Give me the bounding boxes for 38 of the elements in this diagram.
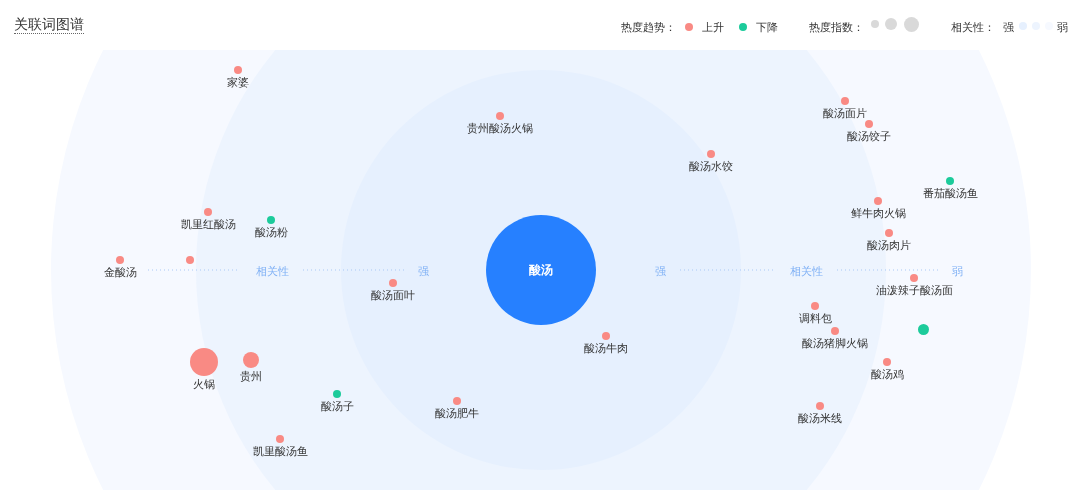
axis-label: 强 xyxy=(654,264,666,279)
chart-title: 关联词图谱 xyxy=(14,16,84,34)
keyword-label: 酸汤肥牛 xyxy=(435,406,479,421)
axis-label: 弱 xyxy=(951,264,963,279)
keyword-label: 酸汤面叶 xyxy=(371,288,415,303)
keyword-label: 酸汤猪脚火锅 xyxy=(802,336,868,351)
keyword-label: 酸汤饺子 xyxy=(847,129,891,144)
keyword-dot xyxy=(186,256,194,264)
keyword-label: 酸汤鸡 xyxy=(870,367,904,382)
keyword-label: 贵州 xyxy=(240,369,262,384)
keyword-label: 凯里红酸汤 xyxy=(180,217,236,232)
axis-label: 相关性 xyxy=(255,264,289,279)
keyword-label: 凯里酸汤鱼 xyxy=(252,444,308,459)
keyword-label: 金酸汤 xyxy=(103,265,137,280)
keyword-label: 酸汤粉 xyxy=(254,225,288,240)
keyword-label: 番茄酸汤鱼 xyxy=(922,186,978,201)
axis-label: 强 xyxy=(417,264,429,279)
keyword-label: 酸汤米线 xyxy=(798,411,842,426)
keyword-label: 调料包 xyxy=(798,311,832,326)
keyword-label: 酸汤水饺 xyxy=(689,159,733,174)
legend-heading: 强 xyxy=(1003,20,1014,35)
axis-label: 相关性 xyxy=(789,264,823,279)
legend-heading: 相关性： xyxy=(951,20,995,35)
legend-label: 下降 xyxy=(756,20,778,35)
keyword-label: 鲜牛肉火锅 xyxy=(850,206,906,221)
keyword-label: 酸汤牛肉 xyxy=(584,341,628,356)
keyword-label: 酸汤子 xyxy=(320,399,354,414)
legend-heading: 弱 xyxy=(1057,20,1068,35)
legend-label: 上升 xyxy=(702,20,724,35)
keyword-label: 酸汤肉片 xyxy=(867,238,911,253)
legend-heading: 热度趋势： xyxy=(621,20,676,35)
keyword-label: 家婆 xyxy=(227,75,249,90)
keyword-label: 油泼辣子酸汤面 xyxy=(875,283,953,298)
keyword-label: 火锅 xyxy=(193,377,215,392)
legend-heading: 热度指数： xyxy=(809,20,864,35)
keyword-dot xyxy=(917,323,929,335)
keyword-label: 酸汤面片 xyxy=(823,106,867,121)
keyword-label: 贵州酸汤火锅 xyxy=(467,121,533,136)
